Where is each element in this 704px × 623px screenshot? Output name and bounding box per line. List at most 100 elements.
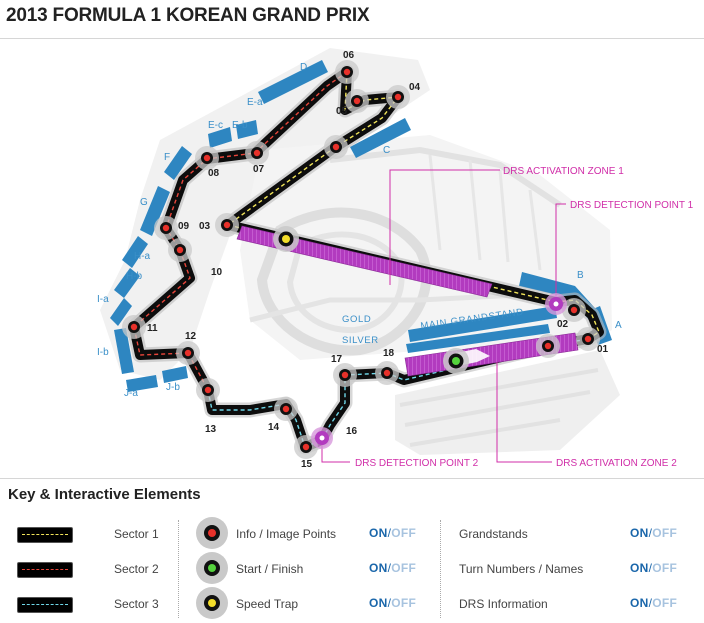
drs-information-toggle: ON/OFF bbox=[630, 596, 677, 610]
speed-trap-icon bbox=[196, 587, 228, 619]
grandstands-on[interactable]: ON bbox=[630, 526, 649, 540]
info-point-marker[interactable] bbox=[345, 89, 369, 113]
speed-trap-marker[interactable] bbox=[273, 226, 299, 252]
turn-label-4: 04 bbox=[409, 82, 421, 93]
info-point-marker[interactable] bbox=[215, 213, 239, 237]
turn-label-11: 11 bbox=[147, 323, 158, 334]
turn-label-17: 17 bbox=[331, 354, 343, 365]
sector-2-swatch bbox=[17, 562, 73, 578]
info-point-marker[interactable] bbox=[562, 298, 586, 322]
info-point-marker[interactable] bbox=[122, 315, 146, 339]
turn-numbers-sep: / bbox=[648, 561, 653, 575]
info-point-marker[interactable] bbox=[576, 327, 600, 351]
drs-activation-zone-2-label: DRS ACTIVATION ZONE 2 bbox=[556, 458, 677, 469]
start-finish-on[interactable]: ON bbox=[369, 561, 388, 575]
grandstand-label-j-b: J-b bbox=[166, 382, 180, 393]
turn-label-9: 09 bbox=[178, 221, 190, 232]
turn-label-10: 10 bbox=[211, 267, 223, 278]
info-point-marker[interactable] bbox=[245, 141, 269, 165]
grandstands-sep: / bbox=[648, 526, 653, 540]
drs-information-layer-label: DRS Information bbox=[459, 597, 548, 611]
drs-information-on[interactable]: ON bbox=[630, 596, 649, 610]
grandstand-label-h-b: H-b bbox=[126, 271, 143, 282]
start-finish-label: Start / Finish bbox=[236, 562, 304, 576]
info-points[interactable] bbox=[122, 60, 600, 459]
speed-trap-label: Speed Trap bbox=[236, 597, 299, 611]
drs-information-sep: / bbox=[648, 596, 653, 610]
info-point-marker[interactable] bbox=[324, 135, 348, 159]
grandstands-layer-label: Grandstands bbox=[459, 527, 528, 541]
info-points-on[interactable]: ON bbox=[369, 526, 388, 540]
info-points-sep: / bbox=[387, 526, 392, 540]
start-finish-marker[interactable] bbox=[443, 348, 469, 374]
turn-numbers-on[interactable]: ON bbox=[630, 561, 649, 575]
turn-label-5: 05 bbox=[336, 106, 348, 117]
turn-numbers-toggle: ON/OFF bbox=[630, 561, 677, 575]
grandstand-label-b: B bbox=[577, 270, 584, 281]
info-points-off[interactable]: OFF bbox=[391, 526, 417, 540]
key-title: Key & Interactive Elements bbox=[8, 486, 201, 503]
info-point-marker[interactable] bbox=[154, 216, 178, 240]
tier-silver-label: SILVER bbox=[342, 335, 379, 346]
tier-gold-label: GOLD bbox=[342, 314, 371, 325]
drs-detection-point-1-marker[interactable] bbox=[545, 293, 567, 315]
turn-label-15: 15 bbox=[301, 459, 313, 470]
info-point-marker[interactable] bbox=[196, 378, 220, 402]
sector-1-label: Sector 1 bbox=[114, 527, 159, 541]
drs-information-off[interactable]: OFF bbox=[652, 596, 678, 610]
drs-activation-zone-1-label: DRS ACTIVATION ZONE 1 bbox=[503, 166, 624, 177]
grandstand-label-i-b: I-b bbox=[97, 347, 109, 358]
grandstand-label-h-a: H-a bbox=[134, 251, 151, 262]
drs-detection-point-1-label: DRS DETECTION POINT 1 bbox=[570, 200, 694, 211]
info-point-marker[interactable] bbox=[168, 238, 192, 262]
start-finish-sep: / bbox=[387, 561, 392, 575]
info-point-marker[interactable] bbox=[333, 363, 357, 387]
turn-numbers-layer-label: Turn Numbers / Names bbox=[459, 562, 584, 576]
turn-label-8: 08 bbox=[208, 168, 220, 179]
info-points-toggle: ON/OFF bbox=[369, 526, 416, 540]
turn-label-7: 07 bbox=[253, 164, 265, 175]
info-point-marker[interactable] bbox=[176, 341, 200, 365]
grandstand-label-d: D bbox=[300, 62, 307, 73]
info-point-marker[interactable] bbox=[195, 146, 219, 170]
sector-2-label: Sector 2 bbox=[114, 562, 159, 576]
turn-label-18: 18 bbox=[383, 348, 395, 359]
drs-detection-point-2-marker[interactable] bbox=[311, 427, 333, 449]
sector-3-swatch bbox=[17, 597, 73, 613]
grandstand-label-e-b: E-b bbox=[232, 120, 248, 131]
turn-label-6: 06 bbox=[343, 50, 355, 61]
grandstand-label-c: C bbox=[383, 145, 390, 156]
info-point-marker[interactable] bbox=[386, 85, 410, 109]
title-divider bbox=[0, 38, 704, 39]
drs-detection-point-2-label: DRS DETECTION POINT 2 bbox=[355, 458, 479, 469]
page-title: 2013 FORMULA 1 KOREAN GRAND PRIX bbox=[6, 5, 370, 26]
info-point-marker[interactable] bbox=[375, 361, 399, 385]
speed-trap-off[interactable]: OFF bbox=[391, 596, 417, 610]
turn-label-12: 12 bbox=[185, 331, 197, 342]
speed-trap-sep: / bbox=[387, 596, 392, 610]
grandstands-off[interactable]: OFF bbox=[652, 526, 678, 540]
turn-numbers-off[interactable]: OFF bbox=[652, 561, 678, 575]
grandstand-label-i-a: I-a bbox=[97, 294, 109, 305]
grandstands-toggle: ON/OFF bbox=[630, 526, 677, 540]
grandstand-label-e-a: E-a bbox=[247, 97, 263, 108]
start-finish-toggle: ON/OFF bbox=[369, 561, 416, 575]
info-point-marker[interactable] bbox=[274, 397, 298, 421]
info-points-label: Info / Image Points bbox=[236, 527, 337, 541]
sector-3-label: Sector 3 bbox=[114, 597, 159, 611]
info-point-marker[interactable] bbox=[335, 60, 359, 84]
turn-label-1: 01 bbox=[597, 344, 609, 355]
turn-label-2: 02 bbox=[557, 319, 569, 330]
tier-labels: GOLD SILVER bbox=[342, 314, 379, 346]
info-point-marker[interactable] bbox=[536, 334, 560, 358]
turn-label-13: 13 bbox=[205, 424, 217, 435]
info-point-icon bbox=[196, 517, 228, 549]
start-finish-icon bbox=[196, 552, 228, 584]
turn-label-3: 03 bbox=[199, 221, 211, 232]
speed-trap-on[interactable]: ON bbox=[369, 596, 388, 610]
start-finish-off[interactable]: OFF bbox=[391, 561, 417, 575]
drs-text-labels: DRS ACTIVATION ZONE 1 DRS DETECTION POIN… bbox=[355, 166, 694, 469]
key-divider bbox=[0, 478, 704, 479]
